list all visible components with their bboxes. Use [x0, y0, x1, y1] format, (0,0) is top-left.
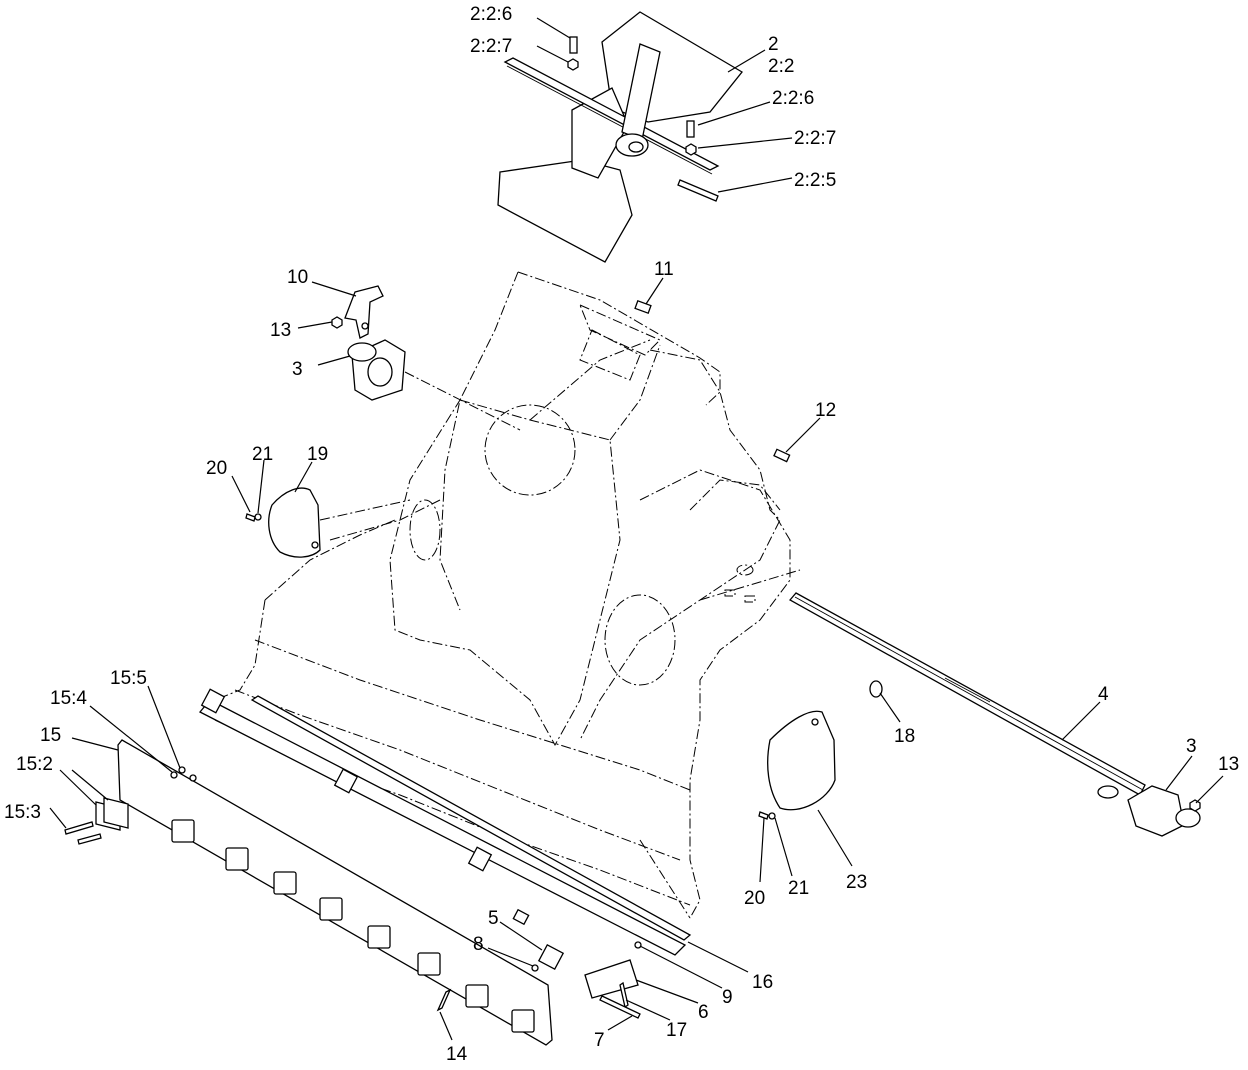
left-bearing-group: [331, 285, 521, 431]
washer-15-5: [178, 766, 186, 774]
plate-15-2-b: [103, 797, 129, 829]
label-2-2-6-top: 2:2:6: [470, 4, 512, 25]
label-15-3: 15:3: [4, 802, 41, 823]
label-2-2-7-top: 2:2:7: [470, 36, 512, 57]
plate-6: [584, 959, 639, 999]
label-16: 16: [752, 972, 773, 993]
bolt-2-2-6-a: [569, 36, 578, 54]
hinge-5: [537, 943, 565, 971]
label-15: 15: [40, 725, 61, 746]
label-18: 18: [894, 726, 915, 747]
nut-8: [531, 964, 539, 972]
label-2-2-5: 2:2:5: [794, 170, 836, 191]
label-10: 10: [287, 267, 308, 288]
label-14: 14: [446, 1044, 468, 1065]
key-2-2-5: [677, 179, 719, 202]
label-13-left: 13: [270, 320, 291, 341]
auger-housing-phantom: [214, 271, 801, 919]
callout-labels: 2:2:6 2:2:7 2 2:2 2:2:6 2:2:7 2:2:5 11 1…: [4, 4, 1239, 1065]
label-19: 19: [307, 444, 328, 465]
impeller-blade-upper: [601, 11, 743, 123]
nut-13-left: [331, 316, 343, 329]
leader-lines: [49, 17, 1224, 1041]
bolt-14: [436, 988, 452, 1012]
screw-20-bottom: [758, 811, 769, 820]
label-2: 2: [768, 34, 779, 55]
impeller-assembly: [497, 11, 743, 263]
label-15-2: 15:2: [16, 754, 53, 775]
label-8: 8: [473, 934, 484, 955]
washer-21-bottom: [768, 812, 776, 820]
label-4: 4: [1098, 684, 1109, 705]
pin-7: [599, 995, 641, 1019]
bolt-15-3-a: [64, 821, 94, 835]
nut-15-4: [170, 771, 178, 779]
label-2-2: 2:2: [768, 56, 794, 77]
label-3-right: 3: [1186, 736, 1197, 757]
label-15-4: 15:4: [50, 688, 87, 709]
label-2-2-6-right: 2:2:6: [772, 88, 814, 109]
nut-2-2-7-a: [567, 58, 579, 71]
screw-20-top: [245, 513, 256, 522]
label-15-5: 15:5: [110, 668, 147, 689]
label-2-2-7-right: 2:2:7: [794, 128, 836, 149]
label-21-bottom: 21: [788, 878, 809, 899]
label-12: 12: [815, 400, 836, 421]
scraper-blade-15: [117, 739, 553, 1046]
end-cover-23-group: [758, 710, 836, 820]
label-20-top: 20: [206, 458, 227, 479]
edge-plate-rear: [250, 695, 692, 941]
ring-18: [869, 680, 883, 698]
bolt-11-group: [634, 300, 652, 314]
nut-13-right: [1189, 799, 1201, 812]
scraper-assembly: [64, 688, 692, 1046]
label-3-left: 3: [292, 359, 303, 380]
label-11: 11: [654, 259, 674, 280]
label-20-bottom: 20: [744, 888, 765, 909]
label-6: 6: [698, 1002, 709, 1023]
nut-9: [634, 941, 642, 949]
end-cover-19: [268, 487, 321, 558]
auger-shaft-group: [788, 592, 1201, 837]
impeller-blade-lower: [497, 159, 633, 263]
bolt-2-2-6-b: [686, 120, 695, 138]
label-5: 5: [488, 908, 499, 929]
label-7: 7: [594, 1030, 605, 1051]
bolt-12-group: [773, 448, 791, 463]
washer-21-top: [254, 513, 262, 521]
label-23: 23: [846, 872, 867, 893]
label-17: 17: [666, 1020, 687, 1041]
label-9: 9: [722, 987, 733, 1008]
bracket-10: [344, 285, 384, 339]
bolt-15-3-b: [77, 833, 102, 845]
end-cover-23: [767, 710, 836, 811]
end-cover-19-group: [245, 487, 411, 558]
pin-17: [619, 981, 629, 1009]
label-21-top: 21: [252, 444, 273, 465]
nut-2-2-7-b: [685, 143, 697, 156]
label-13-right: 13: [1218, 754, 1239, 775]
